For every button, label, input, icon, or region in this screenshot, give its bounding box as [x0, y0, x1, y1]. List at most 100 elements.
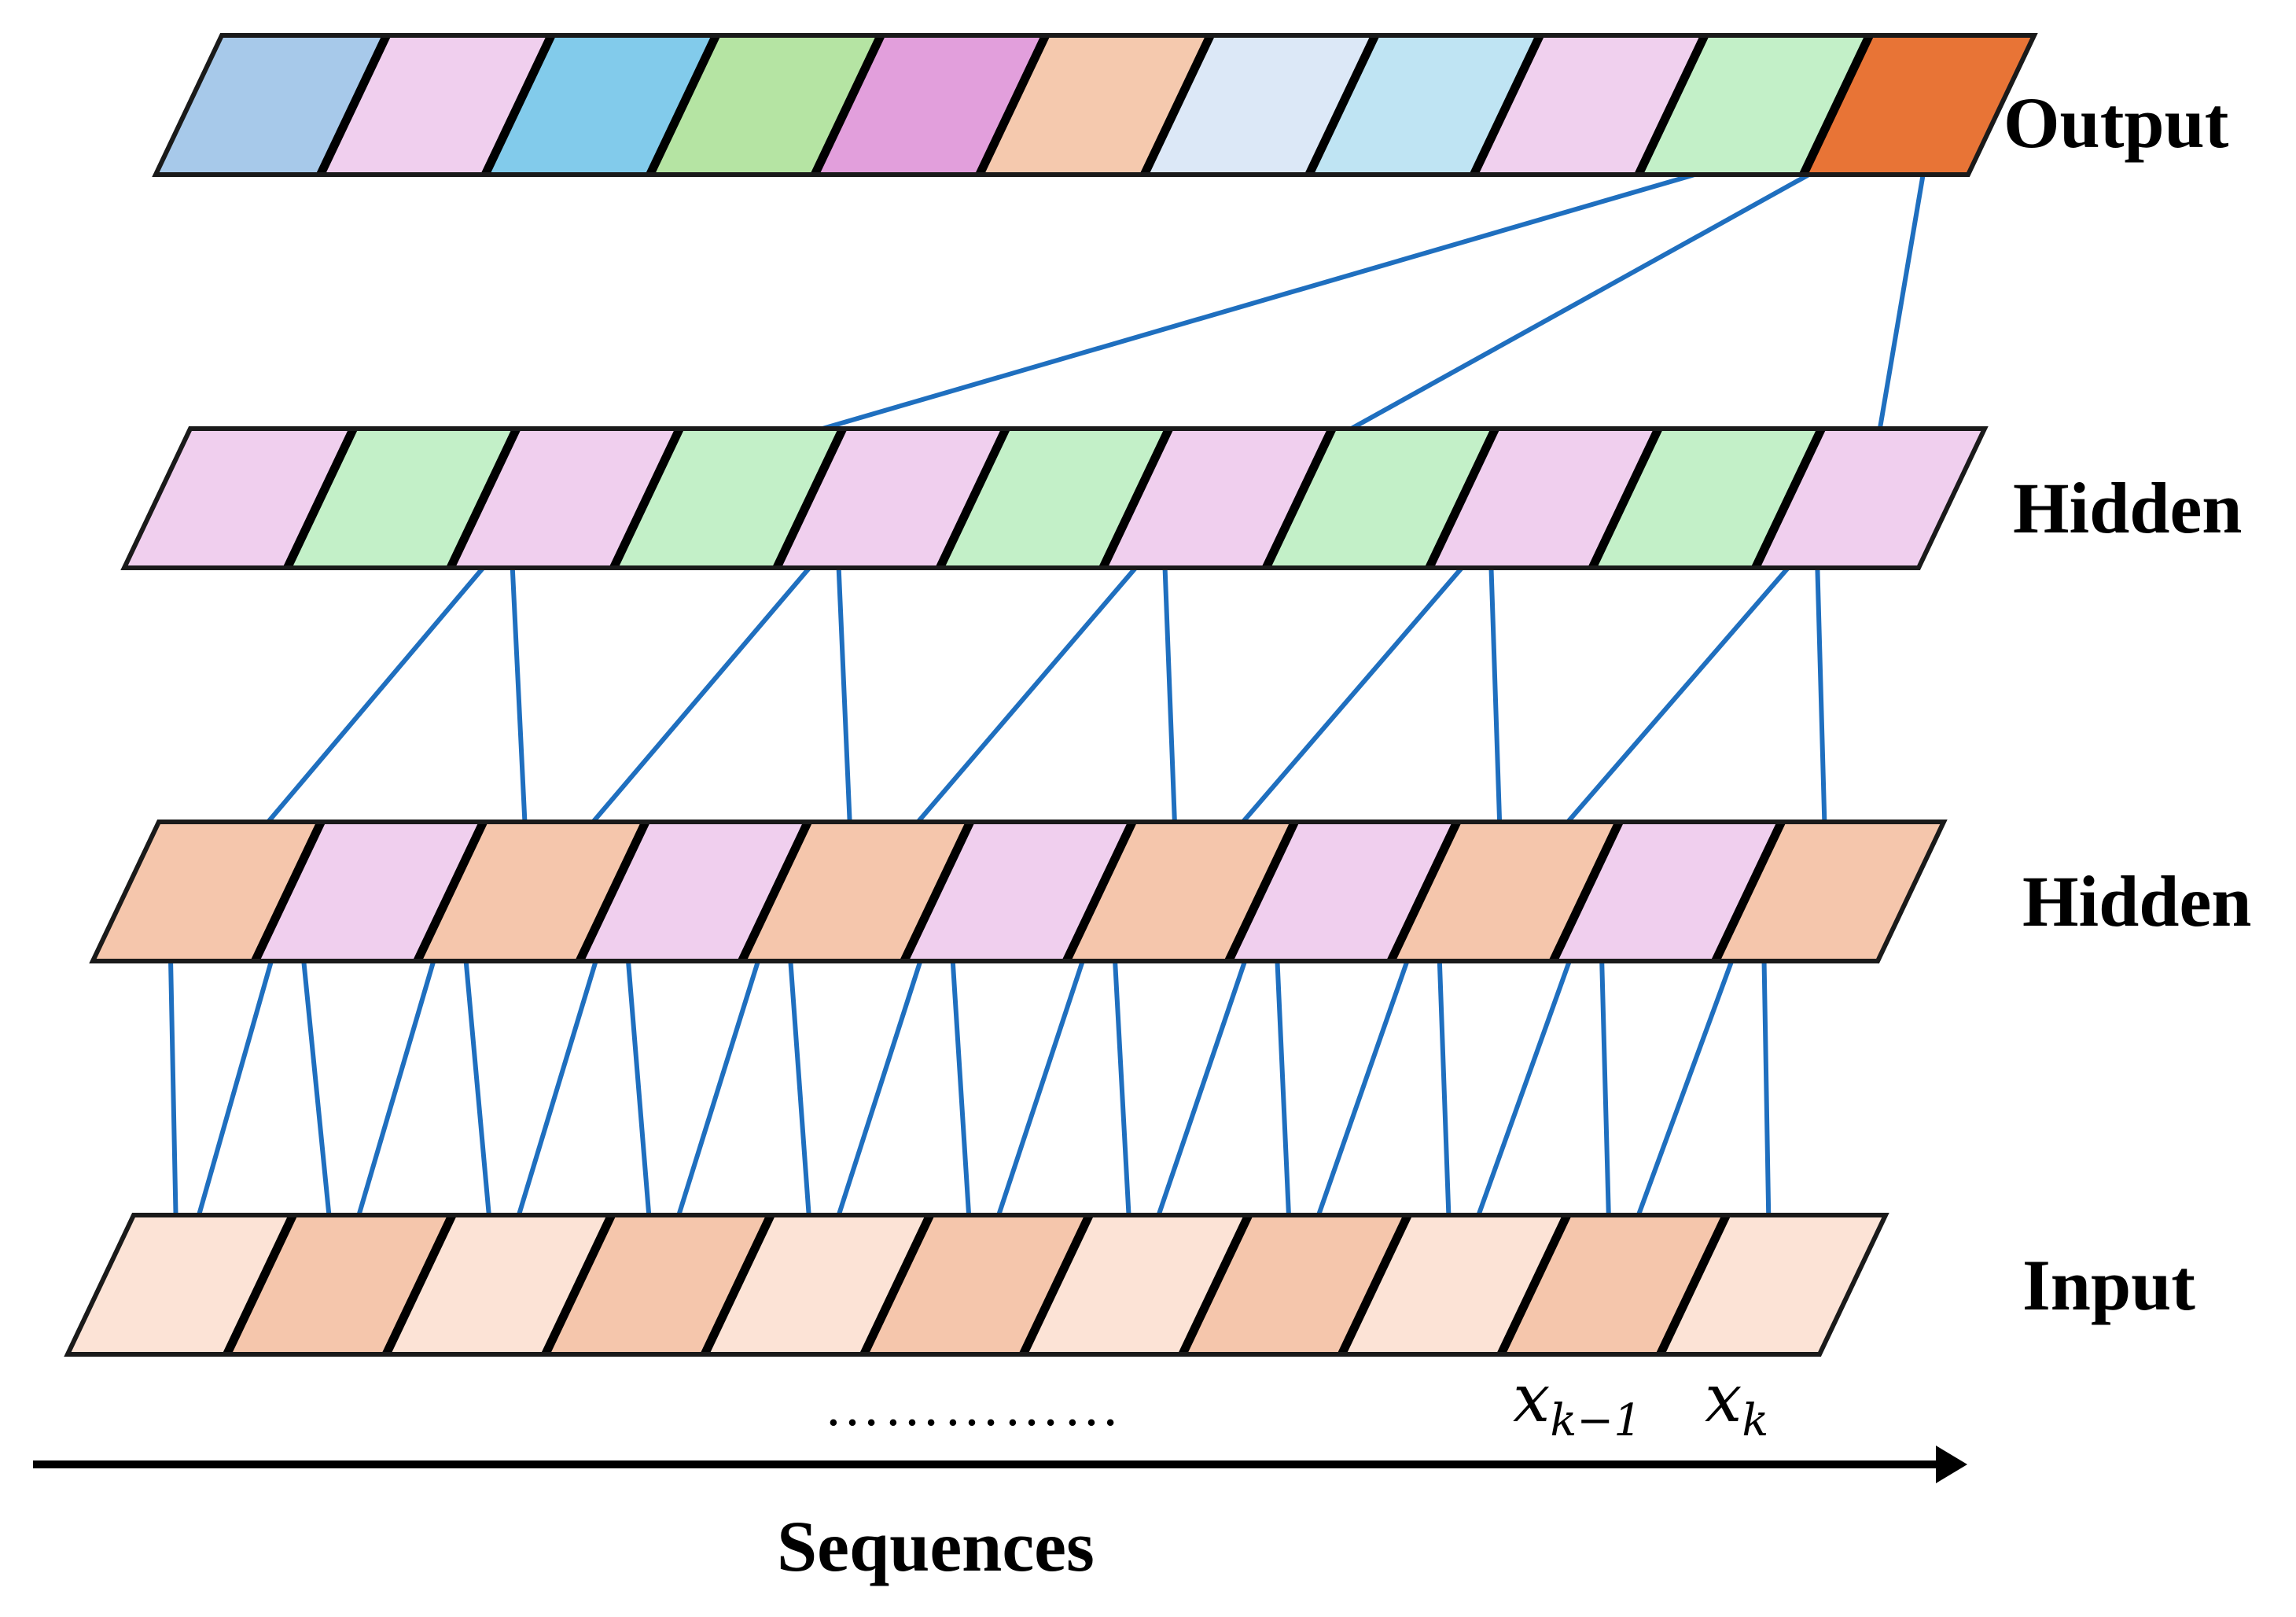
hidden-1-frame [89, 820, 1948, 963]
output-cell-divider [1634, 33, 1709, 177]
output-cell [156, 35, 387, 175]
hidden-2-cell-divider [936, 426, 1010, 570]
hidden-2-cell [776, 429, 1006, 568]
hidden-1-cell-divider [1549, 820, 1624, 963]
input-cell [1182, 1215, 1408, 1354]
output-cell-divider [316, 33, 391, 177]
label-output: Output [2003, 83, 2229, 163]
input-cell [705, 1215, 930, 1354]
hidden-1-cell-divider [1224, 820, 1299, 963]
input-frame [64, 1213, 1889, 1357]
hidden-1-cell [1715, 822, 1944, 961]
hidden-1-cell [1228, 822, 1457, 961]
hidden-1-cell [93, 822, 322, 961]
hidden-1-cell [1066, 822, 1295, 961]
connection-lines [168, 102, 1937, 1294]
hidden-2-cell [1266, 429, 1496, 568]
hidden-2-cell [287, 429, 517, 568]
output-cell-divider [811, 33, 885, 177]
hidden-2-cell [940, 429, 1169, 568]
hidden-1-cell-divider [576, 820, 650, 963]
hidden-2-cell-divider [1098, 426, 1173, 570]
input-cell [68, 1215, 293, 1354]
layer-hidden-1 [89, 820, 1948, 963]
hidden-2-cell [1755, 429, 1985, 568]
output-cell-divider [481, 33, 556, 177]
input-cell-divider [701, 1213, 775, 1357]
hidden-1-cell [1390, 822, 1620, 961]
hidden-1-cell [255, 822, 484, 961]
hidden-1-cell [580, 822, 808, 961]
input-cell-divider [1178, 1213, 1253, 1357]
layer-strips [64, 33, 2038, 1357]
var-label-x-k: xk [1705, 1360, 1769, 1446]
output-cell-divider [975, 33, 1050, 177]
input-cell-divider [541, 1213, 616, 1357]
input-cell-divider [382, 1213, 457, 1357]
input-cell-divider [1496, 1213, 1571, 1357]
output-cell-divider [1799, 33, 1874, 177]
input-cell [226, 1215, 453, 1354]
input-cell [1500, 1215, 1727, 1354]
output-cell [1308, 35, 1540, 175]
output-cell [1803, 35, 2034, 175]
sequence-axis [33, 1446, 1967, 1483]
hidden-2-cell-divider [772, 426, 847, 570]
input-cell-divider [1337, 1213, 1412, 1357]
var-label-x-k-minus-1: xk−1 [1513, 1360, 1642, 1446]
input-cell [1023, 1215, 1249, 1354]
input-cell-divider [223, 1213, 297, 1357]
output-cell [320, 35, 552, 175]
label-input: Input [2022, 1245, 2195, 1325]
hidden-2-cell [1429, 429, 1659, 568]
output-cell [649, 35, 881, 175]
label-hidden-1: Hidden [2022, 861, 2252, 941]
hidden-2-cell-divider [446, 426, 521, 570]
hidden-2-cell-divider [1588, 426, 1663, 570]
output-cell [1474, 35, 1705, 175]
layer-input [64, 1213, 1889, 1357]
input-cell-divider [859, 1213, 934, 1357]
output-cell [485, 35, 716, 175]
hidden-1-cell [741, 822, 970, 961]
hidden-2-cell [450, 429, 680, 568]
input-cell [1341, 1215, 1567, 1354]
hidden-1-cell-divider [1062, 820, 1137, 963]
hidden-1-cell-divider [1386, 820, 1461, 963]
output-cell-divider [1304, 33, 1379, 177]
hidden-1-cell [417, 822, 646, 961]
layer-output [152, 33, 2038, 177]
hidden-2-cell-divider [1425, 426, 1499, 570]
output-cell-divider [1140, 33, 1215, 177]
ellipsis: …………… [824, 1375, 1123, 1438]
axis-label-sequences: Sequences [777, 1506, 1095, 1586]
hidden-2-cell [613, 429, 843, 568]
hidden-2-cell [1102, 429, 1333, 568]
input-cell [863, 1215, 1090, 1354]
hidden-1-cell [903, 822, 1133, 961]
hidden-1-cell-divider [900, 820, 974, 963]
output-cell-divider [1470, 33, 1544, 177]
hidden-1-cell-divider [413, 820, 488, 963]
hidden-2-cell-divider [1751, 426, 1826, 570]
hidden-1-cell-divider [251, 820, 326, 963]
hidden-1-cell-divider [1711, 820, 1786, 963]
hidden-2-cell [124, 429, 354, 568]
output-cell [979, 35, 1211, 175]
hidden-1-cell-divider [738, 820, 812, 963]
output-cell [1638, 35, 1870, 175]
input-cell-divider [1656, 1213, 1731, 1357]
hidden-2-cell-divider [609, 426, 684, 570]
hidden-2-frame [120, 426, 1989, 570]
input-cell [386, 1215, 612, 1354]
output-cell [815, 35, 1046, 175]
output-cell-divider [646, 33, 720, 177]
hidden-2-cell-divider [1262, 426, 1337, 570]
input-cell [545, 1215, 771, 1354]
hidden-2-cell [1592, 429, 1822, 568]
hidden-1-cell [1553, 822, 1782, 961]
input-cell [1660, 1215, 1886, 1354]
output-frame [152, 33, 2038, 177]
layer-hidden-2 [120, 426, 1989, 570]
